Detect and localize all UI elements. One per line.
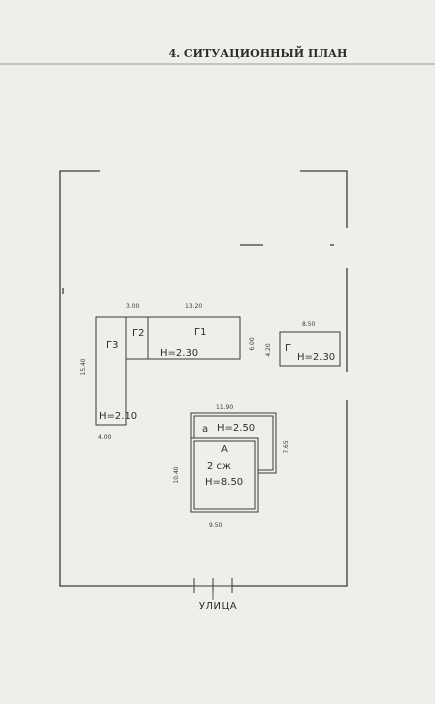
- building-a-mask: [191, 438, 258, 512]
- dim-a-annex-depth: 7.65: [283, 440, 290, 454]
- building-a-outline-inner: [193, 440, 256, 510]
- dim-g3-width: 4.00: [98, 434, 112, 441]
- building-g2: Г2: [125, 316, 149, 360]
- building-g-height: Н=2.30: [297, 352, 335, 363]
- building-g-label: Г: [285, 343, 291, 354]
- building-g3-label: Г3: [106, 340, 118, 351]
- lot-boundary: [59, 170, 348, 587]
- building-g: Г Н=2.30: [279, 331, 341, 367]
- dim-g3-length: 15.40: [80, 358, 87, 375]
- building-g3-outline: [95, 316, 127, 426]
- building-g3-height: Н=2.10: [99, 411, 137, 422]
- dim-g2-width: 3.00: [126, 303, 140, 310]
- lot-boundary-right-top: [300, 170, 348, 228]
- building-g3: Г3 Н=2.10: [95, 316, 137, 426]
- building-g1-outline: [147, 316, 241, 360]
- dim-g-width: 8.50: [302, 321, 316, 328]
- dim-a-width: 9.50: [209, 522, 223, 529]
- street-label: УЛИЦА: [199, 601, 237, 612]
- building-a-annex-height: Н=2.50: [217, 423, 255, 434]
- lot-boundary-left: [59, 170, 192, 587]
- building-g2-label: Г2: [132, 328, 144, 339]
- building-a-height: Н=8.50: [205, 477, 243, 488]
- building-a-floors: 2 сж: [207, 461, 231, 472]
- dim-a-length: 10.40: [173, 466, 180, 483]
- dim-g1-width: 13.20: [185, 303, 202, 310]
- dimension-labels: 3.00 13.20 6.00 15.40 4.00 8.50 4.20 11.…: [80, 303, 316, 529]
- building-g1-label: Г1: [194, 327, 206, 338]
- building-g1: Г1 Н=2.30: [147, 316, 241, 360]
- building-g-outline: [279, 331, 341, 367]
- dim-g1-depth: 6.00: [249, 337, 256, 351]
- dim-a-top-width: 11.90: [216, 404, 233, 411]
- page-heading: 4. СИТУАЦИОННЫЙ ПЛАН: [169, 45, 348, 60]
- building-g1-height: Н=2.30: [160, 348, 198, 359]
- building-a-label: А: [221, 444, 228, 455]
- street-entrance: [175, 578, 240, 600]
- lot-boundary-right-bottom: [232, 400, 348, 587]
- dim-g-depth: 4.20: [265, 343, 272, 357]
- building-a: а Н=2.50 А 2 сж Н=8.50: [190, 412, 277, 513]
- building-a-annex-label: а: [202, 424, 208, 435]
